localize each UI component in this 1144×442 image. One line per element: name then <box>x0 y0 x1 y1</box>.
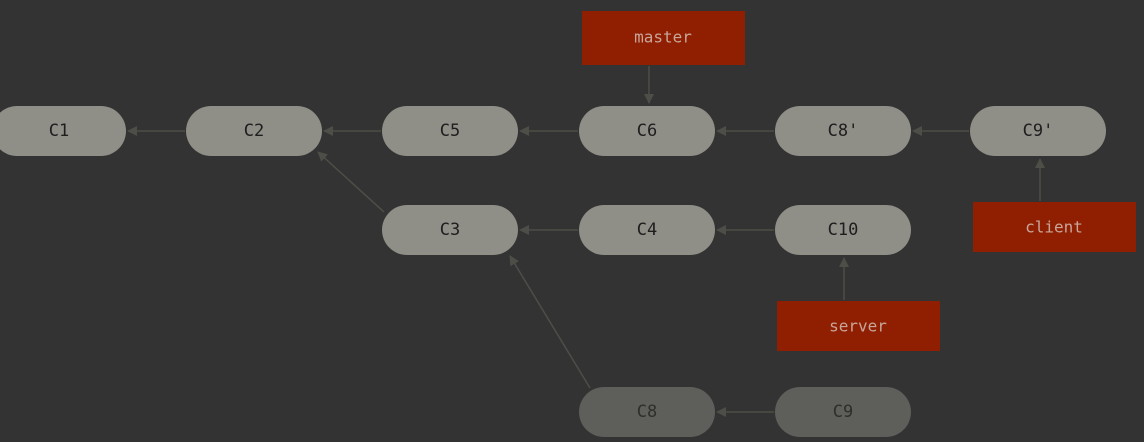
commit-node-c3: C3 <box>382 205 518 255</box>
commit-label: C10 <box>828 220 859 240</box>
commit-label: C8' <box>828 121 859 141</box>
edges <box>127 66 1045 417</box>
commit-node-c2: C2 <box>186 106 322 156</box>
commit-node-c5: C5 <box>382 106 518 156</box>
commit-label: C2 <box>244 121 264 141</box>
branch-ref-master: master <box>582 11 745 65</box>
commit-label: C6 <box>637 121 657 141</box>
commit-node-c8-rebased: C8' <box>775 106 911 156</box>
branch-label: client <box>1025 218 1083 237</box>
branch-label: master <box>634 28 692 47</box>
commit-label: C5 <box>440 121 460 141</box>
branch-ref-client: client <box>973 202 1136 252</box>
commit-label: C9' <box>1023 121 1054 141</box>
branch-label: server <box>829 317 887 336</box>
commit-node-c1: C1 <box>0 106 126 156</box>
commit-node-c9-rebased: C9' <box>970 106 1106 156</box>
branch-ref-server: server <box>777 301 940 351</box>
commit-label: C4 <box>637 220 657 240</box>
commit-label: C8 <box>637 402 657 422</box>
commit-node-c6: C6 <box>579 106 715 156</box>
commit-label: C1 <box>49 121 69 141</box>
edge-c8-c3 <box>509 255 591 389</box>
edge-c3-c2 <box>317 151 385 213</box>
commit-label: C3 <box>440 220 460 240</box>
commit-node-c9-faded: C9 <box>775 387 911 437</box>
commit-label: C9 <box>833 402 853 422</box>
commit-node-c8-faded: C8 <box>579 387 715 437</box>
commit-node-c10: C10 <box>775 205 911 255</box>
commit-node-c4: C4 <box>579 205 715 255</box>
